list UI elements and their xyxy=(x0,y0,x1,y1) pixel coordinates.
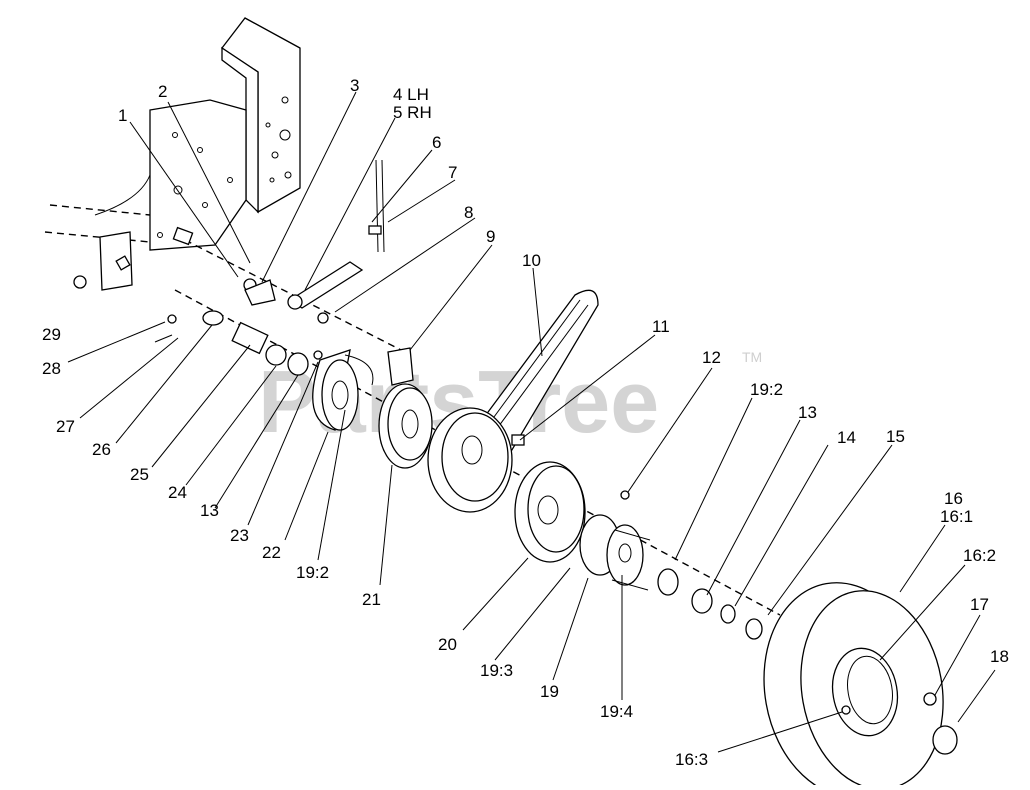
callout-16-1: 16:1 xyxy=(940,507,973,526)
watermark-trademark: TM xyxy=(742,349,762,365)
callout-22: 22 xyxy=(262,543,281,562)
bracket-9 xyxy=(387,347,414,386)
callout-16-2: 16:2 xyxy=(963,546,996,565)
callout-26: 26 xyxy=(92,440,111,459)
spacer-8 xyxy=(317,312,329,324)
wheel-hub xyxy=(579,514,651,591)
callout-24: 24 xyxy=(168,483,187,502)
lug-nut xyxy=(923,692,937,706)
brake-band xyxy=(312,349,374,431)
callout-2: 2 xyxy=(158,82,167,101)
callout-28: 28 xyxy=(42,359,61,378)
callout-6: 6 xyxy=(432,133,441,152)
callout-27: 27 xyxy=(56,417,75,436)
callout-4: 4 LH xyxy=(393,85,429,104)
callout-19-2-bottom: 19:2 xyxy=(296,563,329,582)
callout-13-left: 13 xyxy=(200,501,219,520)
callout-8: 8 xyxy=(464,203,473,222)
callout-19-2-top: 19:2 xyxy=(750,380,783,399)
callout-7: 7 xyxy=(448,163,457,182)
callout-13-right: 13 xyxy=(798,403,817,422)
wheel-tire xyxy=(763,582,944,790)
callout-11: 11 xyxy=(652,317,670,336)
callout-19-3: 19:3 xyxy=(480,661,513,680)
callout-1: 1 xyxy=(118,106,127,125)
callout-10: 10 xyxy=(522,251,541,270)
callout-9: 9 xyxy=(486,227,495,246)
idler-arm xyxy=(243,261,364,310)
callout-25: 25 xyxy=(130,465,149,484)
callout-20: 20 xyxy=(438,635,457,654)
hub-cap xyxy=(932,725,958,755)
axle-small-parts xyxy=(73,226,323,376)
callout-23: 23 xyxy=(230,526,249,545)
frame-panel xyxy=(94,99,247,251)
pulley-20 xyxy=(514,461,586,563)
callout-5: 5 RH xyxy=(393,103,432,122)
leader-lines xyxy=(67,91,996,753)
callout-3: 3 xyxy=(350,76,359,95)
callout-12: 12 xyxy=(702,348,721,367)
axle-tube xyxy=(44,204,151,291)
brake-drum xyxy=(378,383,433,469)
callout-16: 16 xyxy=(944,489,963,508)
callout-16-3: 16:3 xyxy=(675,750,708,769)
callout-18: 18 xyxy=(990,647,1009,666)
large-pulley xyxy=(427,407,525,513)
callout-19-4: 19:4 xyxy=(600,702,633,721)
spring-rod xyxy=(368,159,385,253)
callout-14: 14 xyxy=(837,428,856,447)
callout-19: 19 xyxy=(540,682,559,701)
callout-17: 17 xyxy=(970,595,989,614)
callout-15: 15 xyxy=(886,427,905,446)
assembly-centerline xyxy=(174,289,781,616)
bearing-stack xyxy=(620,490,763,640)
callout-29: 29 xyxy=(42,325,61,344)
callout-labels: 1 2 3 4 LH 5 RH 6 7 8 9 10 11 12 19:2 13… xyxy=(42,76,1009,769)
callout-21: 21 xyxy=(362,590,381,609)
